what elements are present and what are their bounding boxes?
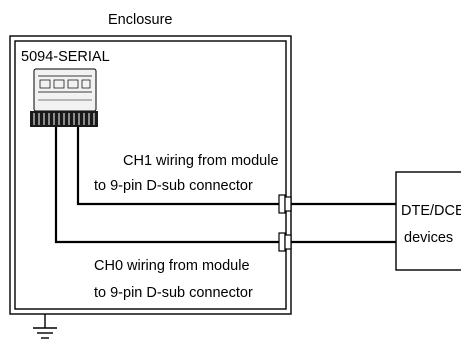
ground-symbol-icon (33, 314, 57, 339)
module-label: 5094-SERIAL (21, 49, 110, 65)
ch1-wire (76, 127, 279, 206)
io-module-icon (30, 68, 98, 127)
ch0-label-line2: to 9-pin D-sub connector (94, 285, 253, 301)
d-sub-connector-icon (278, 194, 292, 214)
ch1-label-line1: CH1 wiring from module (123, 153, 279, 169)
enclosure-box (9, 35, 292, 315)
dte-dce-device-box (395, 171, 461, 271)
d-sub-connector-icon (278, 232, 292, 252)
device-label-line2: devices (404, 230, 453, 246)
enclosure-label: Enclosure (108, 12, 172, 28)
ch0-wire (54, 127, 279, 244)
ch0-label-line1: CH0 wiring from module (94, 258, 250, 274)
ch1-label-line2: to 9-pin D-sub connector (94, 178, 253, 194)
device-label-line1: DTE/DCE (401, 203, 461, 219)
